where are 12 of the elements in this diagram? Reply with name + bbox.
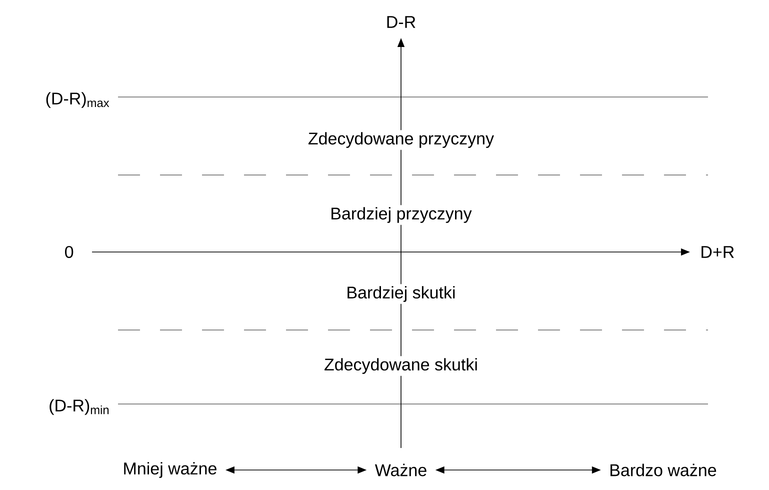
axis-value: (D-R)$_{min}$ <box>50 399 109 415</box>
axis-value: (D-R)$_{max}$ <box>46 92 110 108</box>
axis-label: D-R <box>387 16 416 28</box>
region-label: Zdecydowane przyczyny <box>306 130 496 150</box>
axis-label: D+R <box>702 246 734 258</box>
region-label: Bardziej przyczyny <box>328 205 474 225</box>
scale-label: Bardzo ważne <box>610 464 716 476</box>
region-label: Zdecydowane skutki <box>322 356 480 376</box>
axis-value: 0 <box>65 246 74 258</box>
scale-label: Mniej ważne <box>124 462 216 478</box>
scale-label: Ważne <box>374 464 426 476</box>
region-label: Bardziej skutki <box>344 284 458 304</box>
